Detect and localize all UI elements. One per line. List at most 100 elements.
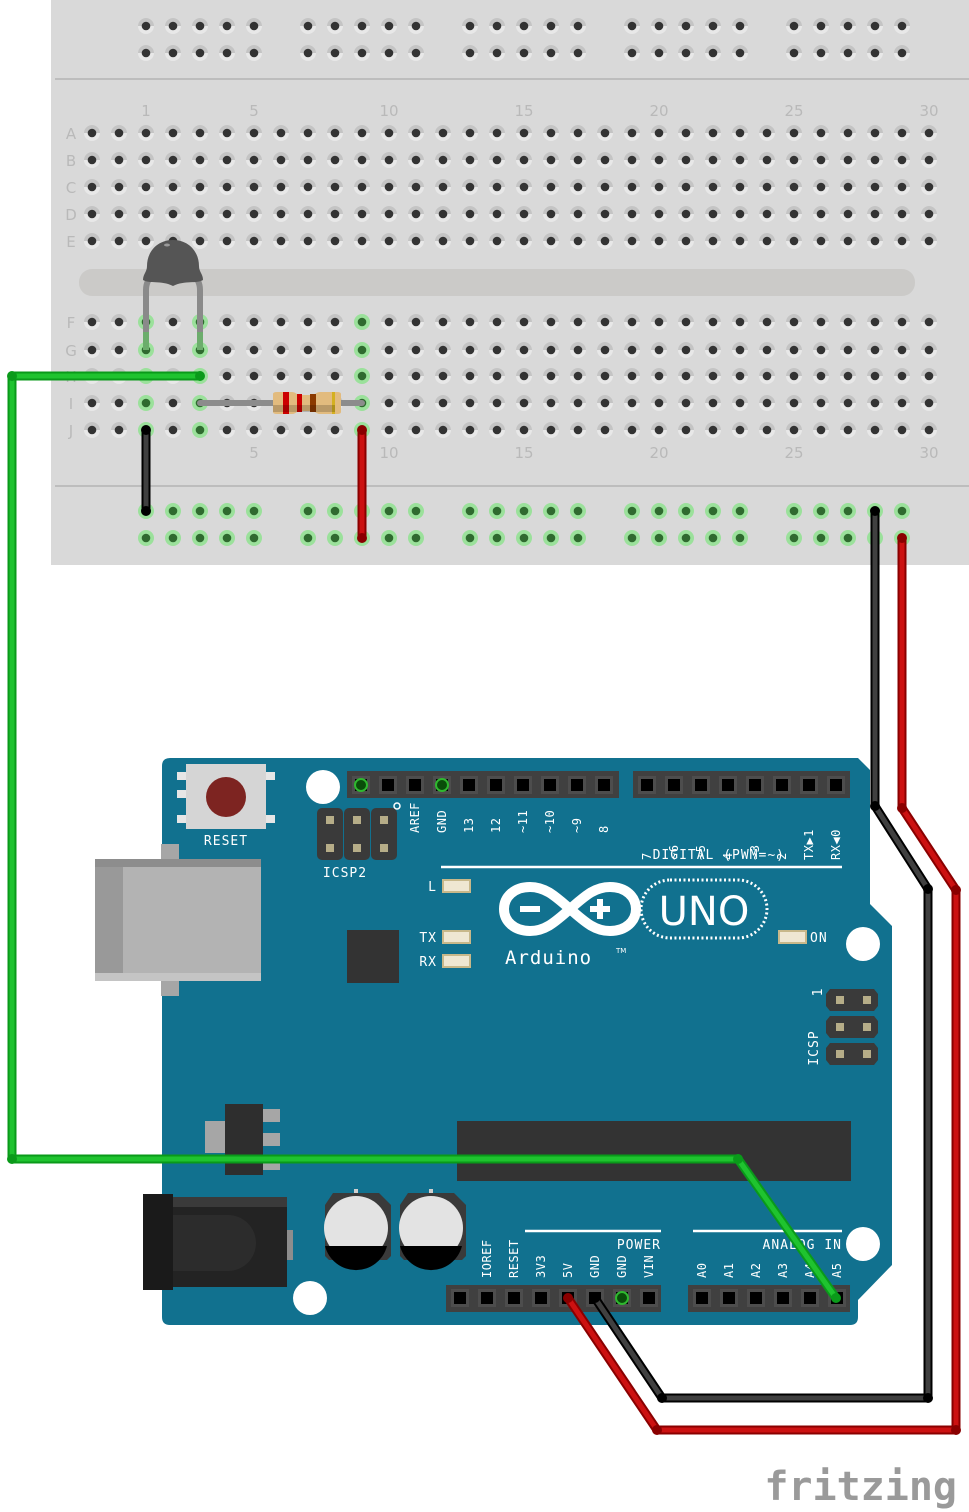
breadboard-hole[interactable] bbox=[138, 530, 154, 546]
breadboard-hole[interactable] bbox=[543, 503, 559, 519]
breadboard-hole[interactable] bbox=[462, 342, 478, 358]
breadboard-hole[interactable] bbox=[246, 179, 262, 195]
breadboard-hole[interactable] bbox=[381, 503, 397, 519]
breadboard-hole[interactable] bbox=[246, 342, 262, 358]
breadboard-hole[interactable] bbox=[300, 179, 316, 195]
breadboard-hole[interactable] bbox=[786, 503, 802, 519]
breadboard-hole[interactable] bbox=[489, 152, 505, 168]
breadboard-hole[interactable] bbox=[813, 125, 829, 141]
breadboard-hole[interactable] bbox=[624, 395, 640, 411]
breadboard-hole[interactable] bbox=[84, 125, 100, 141]
breadboard-hole[interactable] bbox=[408, 503, 424, 519]
breadboard-hole[interactable] bbox=[327, 314, 343, 330]
breadboard-hole[interactable] bbox=[273, 206, 289, 222]
breadboard-hole[interactable] bbox=[489, 395, 505, 411]
breadboard-hole[interactable] bbox=[192, 125, 208, 141]
breadboard-hole[interactable] bbox=[381, 422, 397, 438]
breadboard-hole[interactable] bbox=[543, 422, 559, 438]
breadboard-hole[interactable] bbox=[435, 206, 451, 222]
breadboard-hole[interactable] bbox=[894, 503, 910, 519]
breadboard-hole[interactable] bbox=[759, 368, 775, 384]
breadboard-hole[interactable] bbox=[219, 530, 235, 546]
breadboard-hole[interactable] bbox=[570, 206, 586, 222]
breadboard-hole[interactable] bbox=[921, 314, 937, 330]
breadboard-hole[interactable] bbox=[192, 233, 208, 249]
breadboard-hole[interactable] bbox=[732, 125, 748, 141]
breadboard-hole[interactable] bbox=[597, 179, 613, 195]
header-pin[interactable] bbox=[665, 776, 683, 794]
breadboard-hole[interactable] bbox=[705, 530, 721, 546]
breadboard-hole[interactable] bbox=[327, 342, 343, 358]
breadboard-hole[interactable] bbox=[381, 125, 397, 141]
breadboard-hole[interactable] bbox=[219, 152, 235, 168]
breadboard-hole[interactable] bbox=[489, 125, 505, 141]
breadboard-hole[interactable] bbox=[273, 179, 289, 195]
breadboard-hole[interactable] bbox=[354, 206, 370, 222]
breadboard-hole[interactable] bbox=[408, 342, 424, 358]
breadboard-hole[interactable] bbox=[624, 422, 640, 438]
breadboard-hole[interactable] bbox=[813, 395, 829, 411]
breadboard-hole[interactable] bbox=[570, 342, 586, 358]
wire-bend[interactable] bbox=[590, 1293, 600, 1303]
breadboard-hole[interactable] bbox=[759, 342, 775, 358]
breadboard-hole[interactable] bbox=[705, 152, 721, 168]
wire-bend[interactable] bbox=[951, 885, 961, 895]
breadboard-hole[interactable] bbox=[219, 314, 235, 330]
breadboard-hole[interactable] bbox=[246, 45, 262, 61]
breadboard-hole[interactable] bbox=[921, 342, 937, 358]
breadboard-hole[interactable] bbox=[300, 125, 316, 141]
breadboard-hole[interactable] bbox=[246, 206, 262, 222]
breadboard-hole[interactable] bbox=[624, 206, 640, 222]
breadboard-hole[interactable] bbox=[570, 125, 586, 141]
breadboard-hole[interactable] bbox=[543, 368, 559, 384]
header-pin[interactable] bbox=[692, 776, 710, 794]
breadboard-hole[interactable] bbox=[543, 45, 559, 61]
breadboard-hole[interactable] bbox=[867, 45, 883, 61]
breadboard-hole[interactable] bbox=[354, 45, 370, 61]
header-pin[interactable] bbox=[774, 1289, 792, 1307]
breadboard-hole[interactable] bbox=[543, 206, 559, 222]
breadboard-hole[interactable] bbox=[705, 206, 721, 222]
breadboard-hole[interactable] bbox=[516, 152, 532, 168]
breadboard-hole[interactable] bbox=[516, 395, 532, 411]
breadboard-hole[interactable] bbox=[300, 206, 316, 222]
breadboard-hole[interactable] bbox=[732, 206, 748, 222]
wire-bend[interactable] bbox=[563, 1293, 573, 1303]
breadboard-hole[interactable] bbox=[678, 368, 694, 384]
breadboard-hole[interactable] bbox=[624, 125, 640, 141]
breadboard-hole[interactable] bbox=[516, 45, 532, 61]
breadboard-hole[interactable] bbox=[138, 152, 154, 168]
header-pin[interactable] bbox=[532, 1289, 550, 1307]
breadboard-hole[interactable] bbox=[462, 233, 478, 249]
breadboard-hole[interactable] bbox=[786, 125, 802, 141]
breadboard-hole[interactable] bbox=[840, 125, 856, 141]
breadboard-hole[interactable] bbox=[894, 152, 910, 168]
breadboard-hole[interactable] bbox=[381, 152, 397, 168]
breadboard-hole[interactable] bbox=[840, 503, 856, 519]
breadboard-hole[interactable] bbox=[651, 422, 667, 438]
breadboard-hole[interactable] bbox=[138, 395, 154, 411]
breadboard-hole[interactable] bbox=[759, 233, 775, 249]
breadboard-hole[interactable] bbox=[192, 179, 208, 195]
breadboard-hole[interactable] bbox=[759, 152, 775, 168]
breadboard-hole[interactable] bbox=[273, 342, 289, 358]
wire-bend[interactable] bbox=[141, 425, 151, 435]
breadboard-hole[interactable] bbox=[732, 45, 748, 61]
breadboard-hole[interactable] bbox=[570, 233, 586, 249]
breadboard-hole[interactable] bbox=[192, 530, 208, 546]
breadboard-hole[interactable] bbox=[921, 422, 937, 438]
breadboard-hole[interactable] bbox=[651, 179, 667, 195]
breadboard-hole[interactable] bbox=[489, 18, 505, 34]
gnd-wire-long[interactable] bbox=[592, 508, 931, 1401]
breadboard-hole[interactable] bbox=[84, 395, 100, 411]
breadboard-hole[interactable] bbox=[732, 233, 748, 249]
breadboard-hole[interactable] bbox=[138, 18, 154, 34]
breadboard-hole[interactable] bbox=[543, 152, 559, 168]
breadboard-hole[interactable] bbox=[327, 233, 343, 249]
breadboard-hole[interactable] bbox=[597, 395, 613, 411]
breadboard-hole[interactable] bbox=[84, 422, 100, 438]
breadboard-hole[interactable] bbox=[543, 314, 559, 330]
breadboard-hole[interactable] bbox=[570, 152, 586, 168]
breadboard-hole[interactable] bbox=[813, 45, 829, 61]
breadboard-hole[interactable] bbox=[840, 206, 856, 222]
